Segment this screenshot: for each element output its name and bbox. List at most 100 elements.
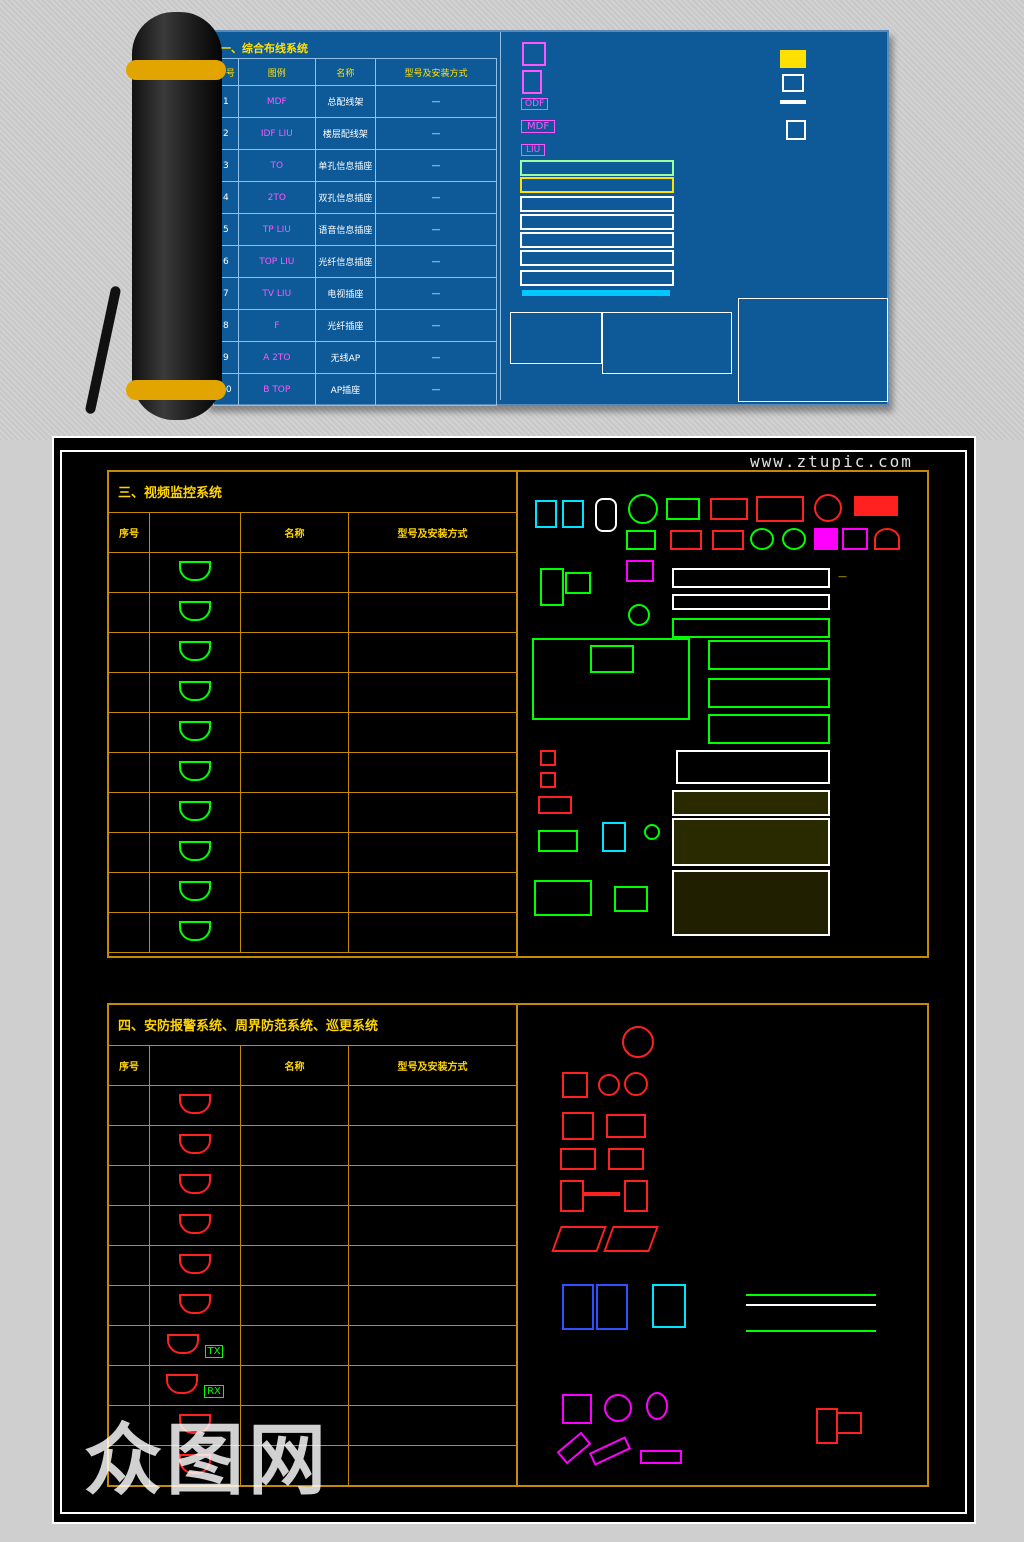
device-symbol-icon — [179, 1293, 211, 1314]
device-symbol-icon — [179, 920, 211, 941]
table-row — [108, 1205, 517, 1246]
symbol-cell — [149, 832, 241, 873]
col-header: 名称 — [240, 512, 349, 553]
symbol-cell — [149, 672, 241, 713]
device-symbol-icon — [179, 1413, 211, 1434]
model-spec-cell — [348, 712, 517, 753]
row-number-cell — [108, 872, 150, 913]
col-header: 名称 — [314, 58, 376, 86]
row-number-cell — [108, 1405, 150, 1446]
device-name-cell — [240, 552, 349, 593]
beam-tx-icon — [560, 1180, 584, 1212]
symbol-cell — [149, 552, 241, 593]
monitor-icon — [836, 1412, 862, 1434]
beam-line-icon — [584, 1192, 620, 1196]
col-header: 型号及安装方式 — [374, 58, 498, 86]
table-row — [108, 1245, 517, 1286]
col-header: 型号及安装方式 — [348, 512, 517, 553]
row-number-cell — [108, 1205, 150, 1246]
symbol-cell — [149, 752, 241, 793]
fence-icon — [746, 1294, 876, 1332]
tray-icon — [780, 100, 806, 104]
row-number-cell — [108, 552, 150, 593]
roll-band — [126, 60, 226, 80]
model-spec-cell — [348, 672, 517, 713]
converter-icon — [538, 830, 578, 852]
camera-icon — [626, 560, 654, 582]
model-spec-cell — [348, 792, 517, 833]
row-number-cell — [108, 1085, 150, 1126]
bullet-camera-icon — [854, 496, 898, 516]
row-number-cell — [108, 1445, 150, 1486]
device-name-cell — [240, 712, 349, 753]
col-header: 序号 — [108, 512, 150, 553]
camera-icon — [712, 530, 744, 550]
table-row — [108, 632, 517, 673]
col-header — [149, 512, 241, 553]
patch-icon — [522, 70, 542, 94]
table-row: RX — [108, 1365, 517, 1406]
keyboard-controller-icon — [534, 880, 592, 916]
device-symbol-icon — [179, 560, 211, 581]
alarm-input-icon — [540, 772, 556, 788]
workstation-icon — [540, 568, 564, 606]
detector-icon — [608, 1148, 644, 1170]
antenna-icon — [562, 1072, 588, 1098]
odf-label: ODF — [521, 98, 549, 110]
model-spec-cell — [348, 832, 517, 873]
row-number-cell — [108, 1245, 150, 1286]
nvr-icon — [676, 750, 830, 784]
table-row — [108, 752, 517, 793]
panel-divider — [516, 470, 518, 956]
row-number-cell — [108, 912, 150, 953]
table-row — [108, 1445, 517, 1486]
control-keypad-icon — [614, 886, 648, 912]
legend-block — [602, 312, 732, 374]
table-row — [108, 712, 517, 753]
symbol-cell — [149, 632, 241, 673]
device-name-cell — [240, 872, 349, 913]
device-name-cell — [240, 752, 349, 793]
device-name-cell — [240, 912, 349, 953]
model-spec-cell — [348, 552, 517, 593]
signal-code-label: TX — [204, 1344, 224, 1358]
symbol-cell — [149, 1445, 241, 1486]
device-label: — — [838, 572, 847, 582]
model-spec-cell — [348, 1165, 517, 1206]
row-number-cell — [108, 712, 150, 753]
cabinet-icon — [780, 50, 806, 68]
liu-label: LIU — [521, 144, 546, 156]
device-symbol-icon — [179, 640, 211, 661]
symbol-cell — [149, 792, 241, 833]
model-spec-cell — [348, 1405, 517, 1446]
table-row — [108, 672, 517, 713]
row-number-cell — [108, 832, 150, 873]
model-spec-cell — [348, 1445, 517, 1486]
col-header: 型号及安装方式 — [348, 1045, 517, 1086]
model-spec-cell — [348, 752, 517, 793]
cctv-legend-table: 序号 名称 型号及安装方式 — [108, 512, 517, 953]
patrol-wand-icon — [640, 1450, 682, 1464]
cctv-title: 三、视频监控系统 — [118, 486, 223, 501]
dvr-icon — [708, 714, 830, 744]
box-icon — [652, 1284, 686, 1328]
model-spec-cell — [348, 1085, 517, 1126]
dome-camera-icon — [628, 494, 658, 524]
device-name-cell — [240, 1325, 349, 1366]
device-name-cell — [240, 1165, 349, 1206]
model-spec-cell — [348, 1285, 517, 1326]
device-name-cell — [240, 1085, 349, 1126]
box-icon — [782, 74, 804, 92]
device-name-cell — [240, 1205, 349, 1246]
keypad-icon — [562, 1112, 594, 1140]
legend-block — [738, 298, 888, 402]
device-symbol-icon — [179, 800, 211, 821]
col-header — [149, 1045, 241, 1086]
symbol-cell — [149, 912, 241, 953]
legend-block — [510, 312, 602, 364]
